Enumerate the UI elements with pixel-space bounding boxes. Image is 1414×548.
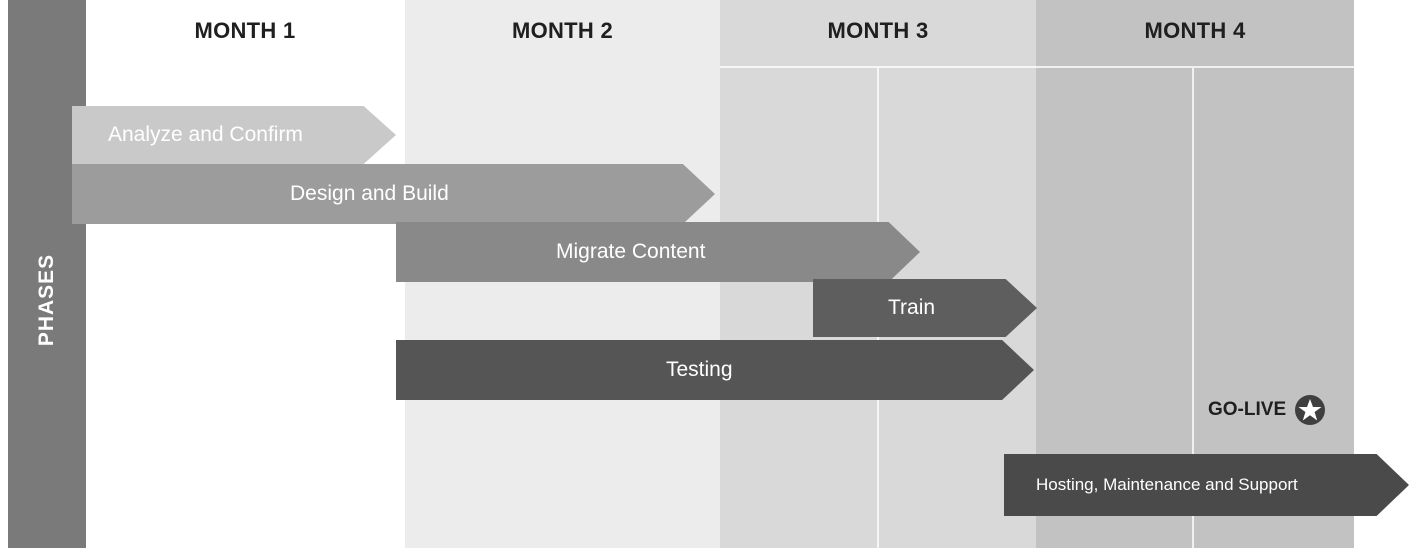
phase-label: Testing	[666, 358, 733, 381]
month-2-header: MONTH 2	[511, 18, 614, 43]
phase-hosting-maintenance-support: Hosting, Maintenance and Support	[1004, 454, 1409, 516]
month-4-subdivider	[1192, 68, 1194, 548]
phase-testing: Testing	[396, 340, 1034, 400]
go-live-milestone: GO-LIVE	[1208, 393, 1326, 427]
month-1-header: MONTH 1	[194, 18, 296, 43]
month-4-header: MONTH 4	[1144, 18, 1246, 43]
phase-train: Train	[813, 279, 1037, 337]
phase-label: Migrate Content	[556, 240, 706, 263]
phase-label: Hosting, Maintenance and Support	[1036, 475, 1298, 494]
phase-migrate-content: Migrate Content	[396, 222, 920, 282]
phase-design-and-build: Design and Build	[72, 164, 715, 224]
phase-label: Design and Build	[290, 182, 449, 205]
phase-analyze-and-confirm: Analyze and Confirm	[72, 106, 396, 164]
month-1-column	[85, 0, 405, 548]
header-divider	[720, 66, 1354, 68]
go-live-label: GO-LIVE	[1208, 399, 1287, 420]
phase-label: Train	[888, 296, 936, 319]
phases-bar	[8, 0, 86, 548]
phase-label: Analyze and Confirm	[108, 123, 303, 146]
month-3-header: MONTH 3	[827, 18, 929, 43]
phases-label: PHASES	[35, 253, 58, 347]
star-icon	[1295, 395, 1326, 425]
